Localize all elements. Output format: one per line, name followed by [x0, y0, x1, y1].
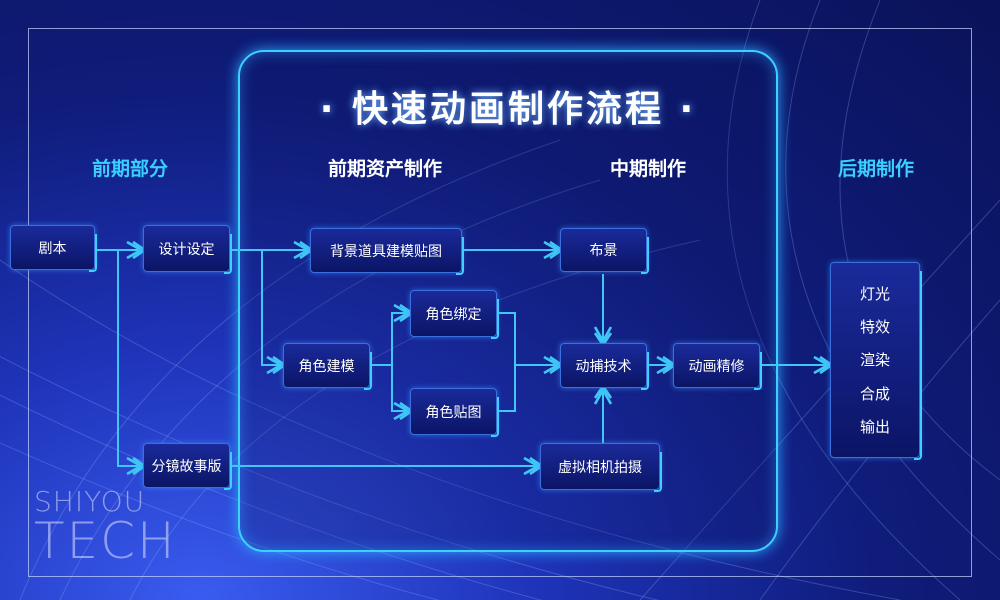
node-rigging: 角色绑定: [410, 290, 499, 339]
post-production-box: 灯光 特效 渲染 合成 输出: [830, 262, 922, 460]
logo-line1: SHIYOU: [34, 485, 146, 518]
section-mid: 中期制作: [609, 158, 687, 180]
post-item-output: 输出: [859, 417, 890, 436]
connector: [261, 250, 281, 365]
node-script: 剧本: [10, 225, 97, 272]
connector: [391, 365, 408, 411]
node-design: 设计设定: [143, 225, 232, 274]
section-assets: 前期资产制作: [327, 158, 443, 180]
post-item-render: 渲染: [859, 351, 890, 370]
node-char-model: 角色建模: [283, 343, 372, 390]
logo-line2: TECH: [34, 512, 177, 570]
node-mocap: 动捕技术: [560, 343, 649, 390]
section-pre: 前期部分: [91, 158, 169, 180]
diagram-title: · 快速动画制作流程 ·: [319, 89, 697, 130]
node-refine: 动画精修: [673, 343, 762, 390]
node-texturing: 角色贴图: [410, 388, 499, 437]
node-layout: 布景: [560, 228, 649, 274]
watermark-logo: SHIYOU TECH: [34, 485, 177, 570]
post-item-vfx: 特效: [859, 318, 890, 337]
node-storyboard: 分镜故事版: [143, 443, 232, 490]
post-item-lighting: 灯光: [859, 285, 890, 304]
connector: [372, 313, 408, 366]
asset-mid-panel: [238, 50, 778, 552]
outer-frame: [28, 28, 972, 577]
section-post: 后期制作: [837, 158, 915, 180]
node-bg-props: 背景道具建模贴图: [310, 228, 464, 275]
post-item-composite: 合成: [859, 384, 890, 403]
connector: [117, 250, 141, 466]
connector: [499, 312, 516, 412]
node-virtual-camera: 虚拟相机拍摄: [540, 443, 662, 492]
